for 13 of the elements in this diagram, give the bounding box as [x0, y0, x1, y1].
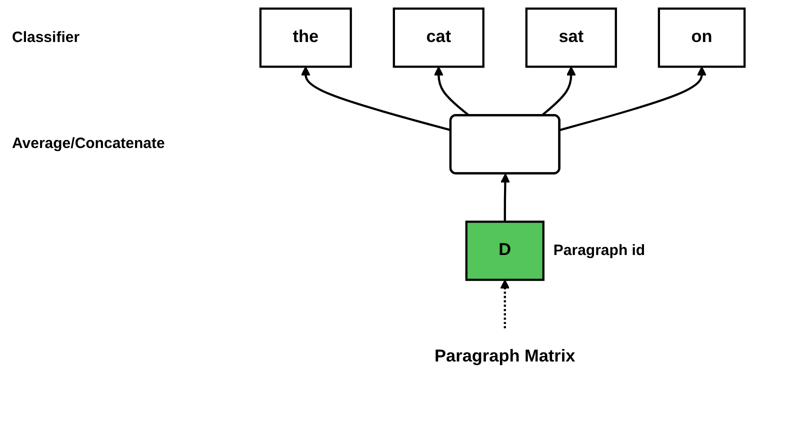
arrow	[500, 173, 510, 222]
row-label: Average/Concatenate	[12, 135, 165, 152]
node-box: cat	[392, 8, 484, 68]
node-text: Paragraph Matrix	[434, 348, 576, 366]
node-box: sat	[525, 8, 617, 68]
row-label: Classifier	[12, 28, 80, 46]
node-box: the	[259, 8, 352, 68]
node-box: D	[465, 220, 544, 281]
arrow	[500, 279, 510, 328]
arrow	[560, 66, 706, 132]
node-box: on	[658, 8, 746, 68]
node-caption: Paragraph id	[553, 242, 646, 259]
arrow	[300, 66, 452, 132]
